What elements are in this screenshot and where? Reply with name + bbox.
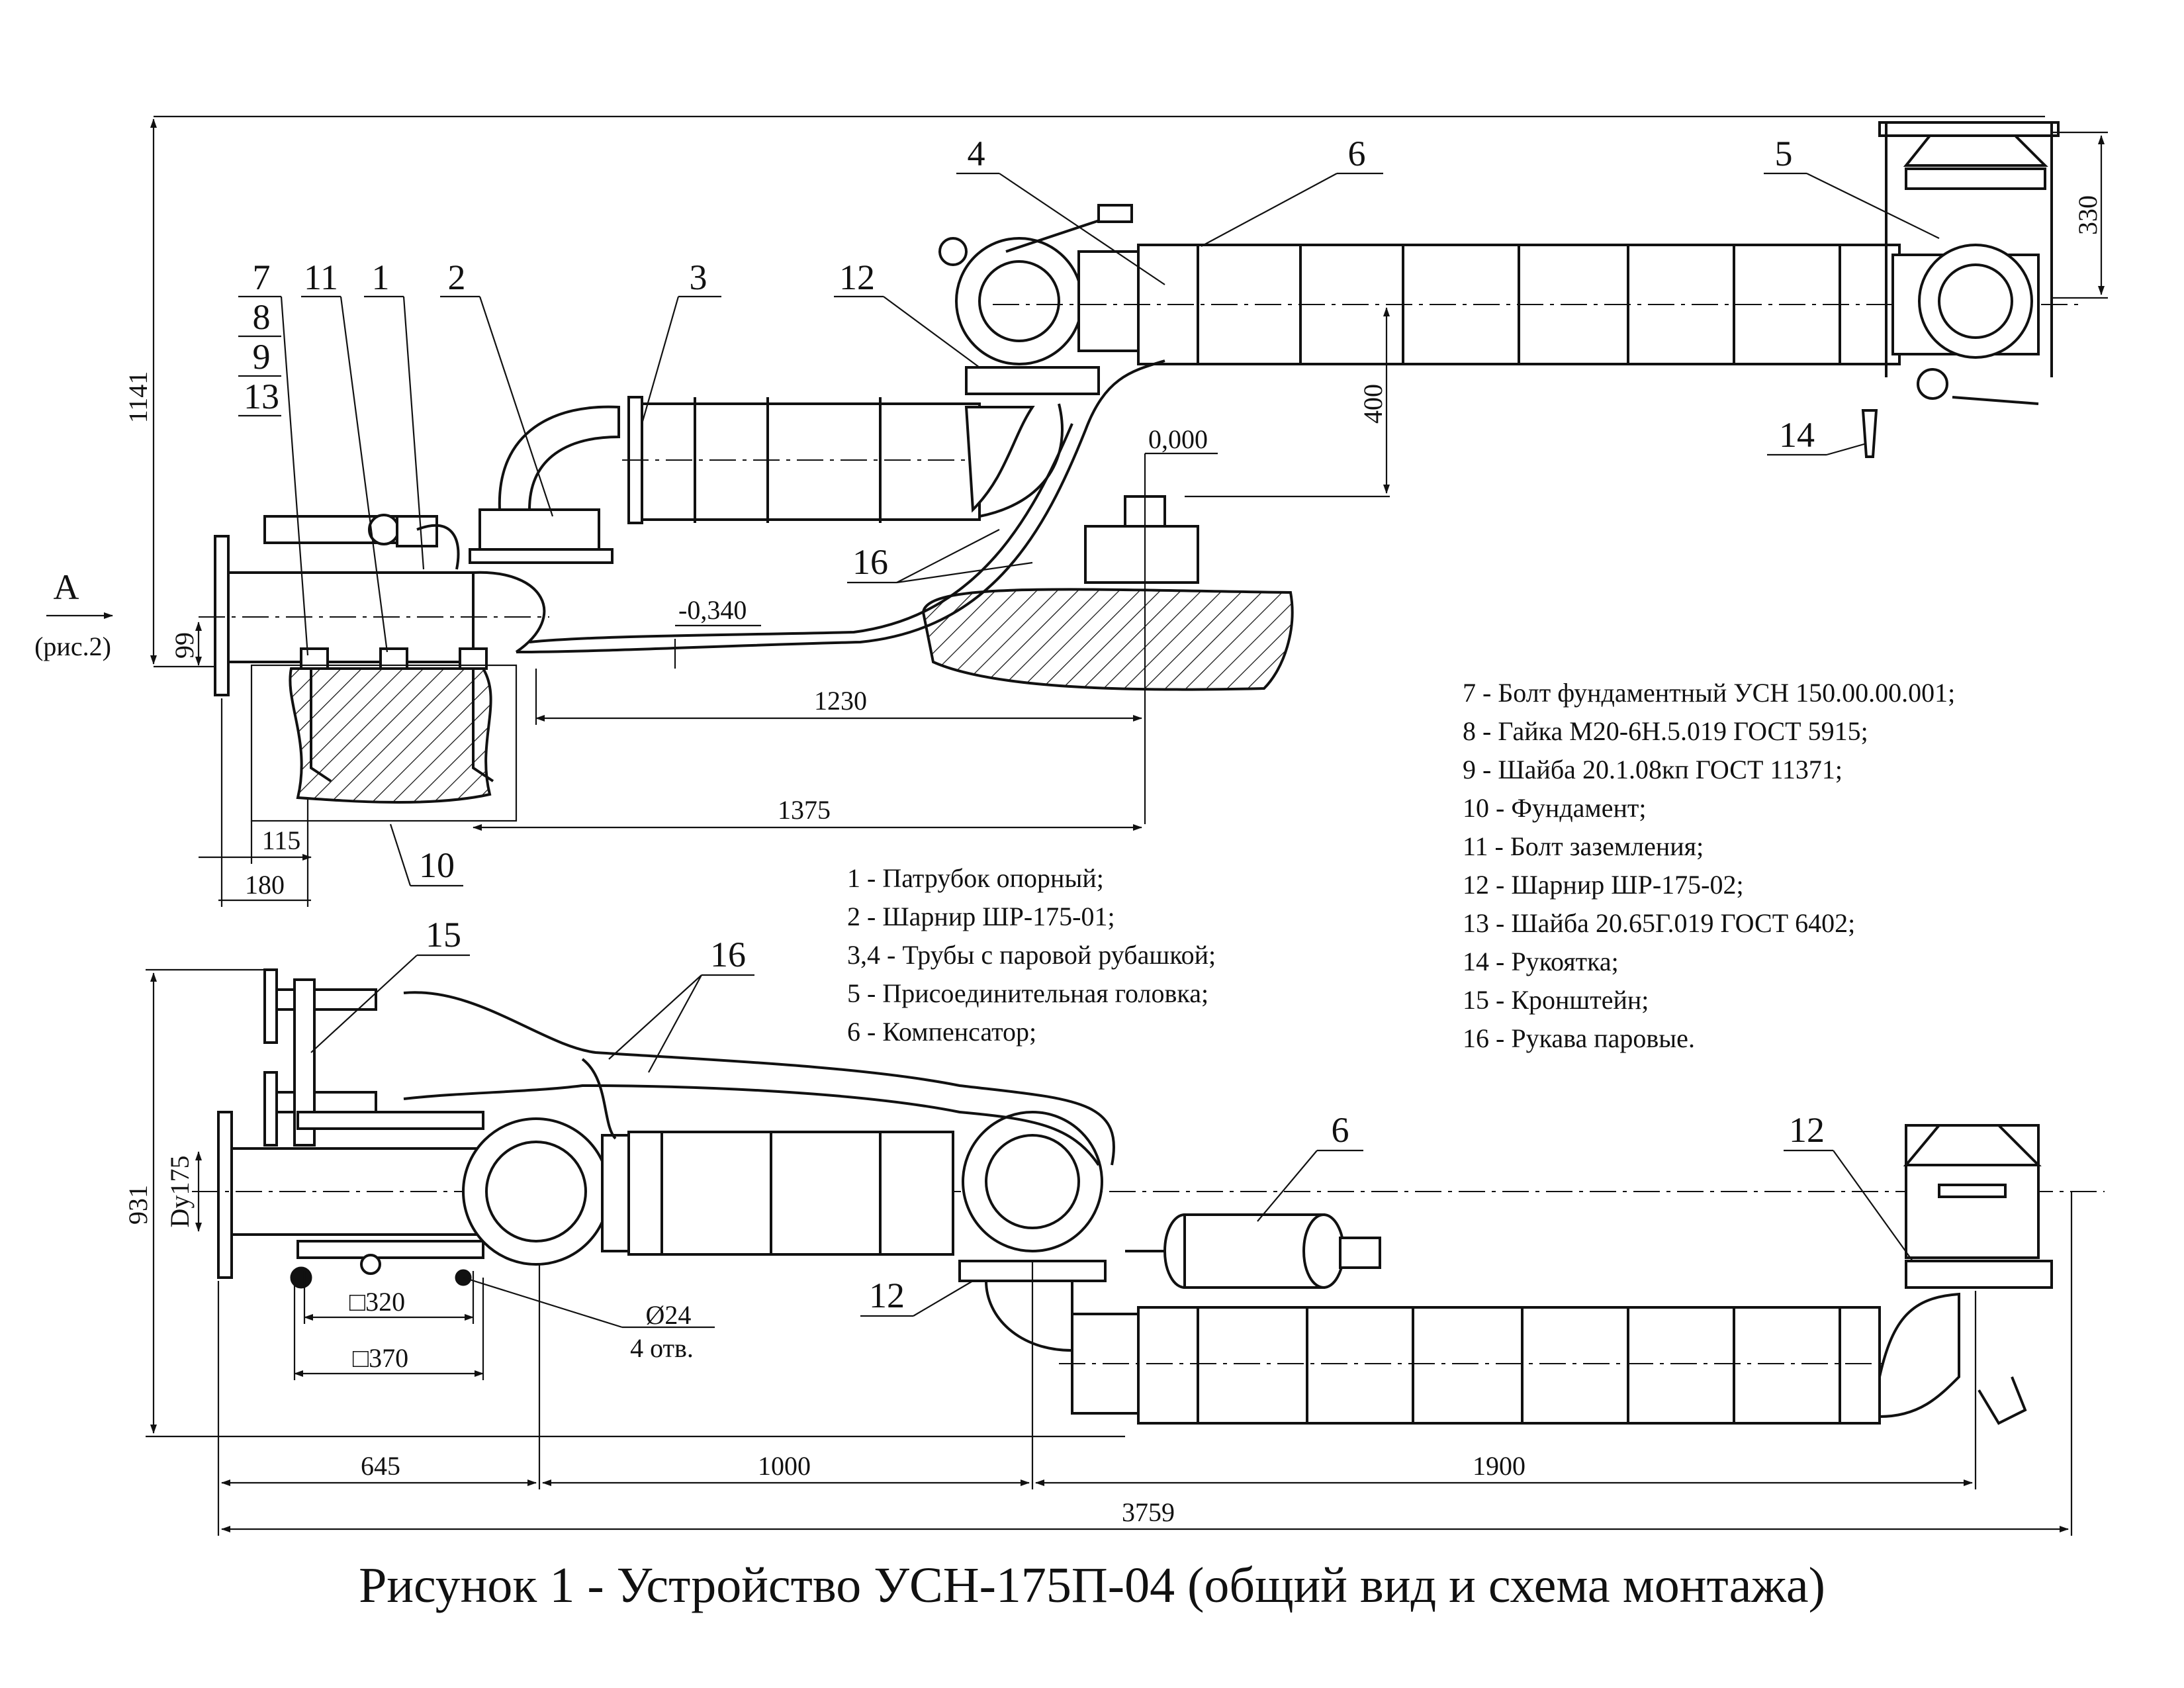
base-support [921,495,1294,691]
coupling-head-5 [1878,121,2060,400]
callout-6-bottom: 6 [1332,1110,1349,1150]
joint-12-top [938,204,1133,395]
legend-item: 9 - Шайба 20.1.08кп ГОСТ 11371; [1463,755,1843,784]
callout-13: 13 [244,377,279,416]
dim-99: 99 [169,632,199,659]
dim-dy175: Dy175 [165,1156,195,1228]
legend-item: 14 - Рукоятка; [1463,947,1619,976]
dim-330: 330 [2073,195,2103,235]
callout-12-mid: 12 [869,1276,905,1315]
legend-item: 2 - Шарнир ШР-175-01; [847,902,1115,931]
dim-1900: 1900 [1473,1451,1525,1481]
dim-sq320: □320 [349,1287,405,1317]
legend-item: 8 - Гайка М20-6Н.5.019 ГОСТ 5915; [1463,716,1868,746]
legend-item: 12 - Шарнир ШР-175-02; [1463,870,1744,900]
dim-1141: 1141 [123,371,153,424]
callout-7: 7 [253,258,271,297]
elevation-top: 0,000 [1148,424,1208,454]
dim-400: 400 [1358,384,1388,424]
callout-1: 1 [372,258,390,297]
figure-caption: Рисунок 1 - Устройство УСН-175П-04 (общи… [359,1558,1825,1613]
joint-2 [469,405,620,653]
callout-10: 10 [419,845,455,885]
dim-3759: 3759 [1122,1497,1175,1527]
view-letter: А [54,567,79,607]
legend-item: 10 - Фундамент; [1463,793,1647,823]
callout-14: 14 [1779,415,1815,455]
legend-right: 7 - Болт фундаментный УСН 150.00.00.001;… [1463,678,1955,1053]
pipe-3 [622,396,993,524]
handle-14 [1861,396,2039,458]
hole-diameter: Ø24 [646,1300,692,1330]
legend-item: 3,4 - Трубы с паровой рубашкой; [847,940,1216,970]
foundation-block [289,647,494,804]
callout-4: 4 [968,134,985,173]
elevation-bottom: -0,340 [678,595,747,625]
dim-1230: 1230 [814,686,867,716]
dim-180: 180 [245,870,285,900]
legend-item: 1 - Патрубок опорный; [847,863,1104,893]
callout-15: 15 [426,915,461,955]
legend-left: 1 - Патрубок опорный; 2 - Шарнир ШР-175-… [847,863,1216,1047]
legend-item: 7 - Болт фундаментный УСН 150.00.00.001; [1463,678,1955,708]
callout-8: 8 [253,297,271,337]
support-pipe-flange [214,535,230,696]
dim-1000: 1000 [758,1451,811,1481]
callout-16-bottom: 16 [710,935,746,974]
dim-sq370: □370 [353,1343,408,1373]
view-ref: (рис.2) [34,632,111,661]
callout-6-top: 6 [1348,134,1366,173]
callout-9: 9 [253,337,271,377]
callout-12-right: 12 [1789,1110,1825,1150]
dim-115: 115 [262,825,301,855]
pipe-4 [993,244,2078,365]
dim-1375: 1375 [778,795,831,825]
legend-item: 6 - Компенсатор; [847,1017,1036,1047]
legend-item: 11 - Болт заземления; [1463,831,1704,861]
callout-3: 3 [690,258,707,297]
legend-item: 15 - Кронштейн; [1463,985,1649,1015]
dim-931: 931 [123,1185,153,1225]
callout-11: 11 [304,258,338,297]
legend-item: 13 - Шайба 20.65Г.019 ГОСТ 6402; [1463,908,1855,938]
callout-16-top: 16 [852,542,888,582]
top-view: 1141 99 А (рис.2) [34,115,2108,907]
callout-5: 5 [1775,134,1793,173]
legend-item: 16 - Рукава паровые. [1463,1023,1695,1053]
callout-2: 2 [448,258,466,297]
legend-item: 5 - Присоединительная головка; [847,978,1208,1008]
bottom-view: 931 Dy175 □320 □370 Ø24 4 отв. [123,915,2105,1536]
hole-count: 4 отв. [630,1333,694,1363]
dim-645: 645 [361,1451,400,1481]
callout-12-top: 12 [839,258,875,297]
compensator-6 [1125,1213,1381,1289]
